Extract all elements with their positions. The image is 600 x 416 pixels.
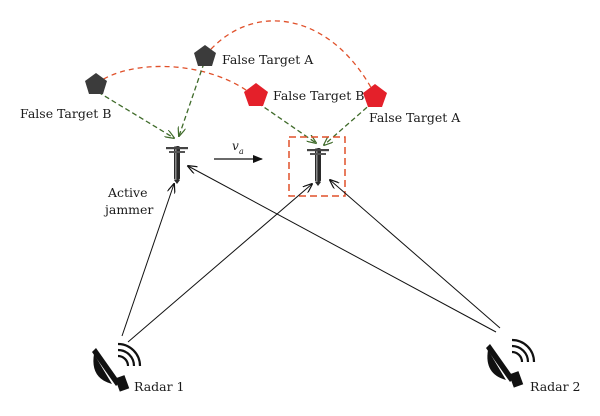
label-false-target-b-mid: False Target B xyxy=(273,88,364,103)
radar-2-radar-dish-icon xyxy=(484,338,536,389)
radar1-to-jammer2-line xyxy=(127,184,312,343)
label-false-target-b-left: False Target B xyxy=(20,106,111,121)
radar1-to-jammer1-line xyxy=(121,184,174,337)
false-target-b-dark-pentagon-icon xyxy=(85,73,107,94)
arc-false-target-b xyxy=(95,65,255,97)
green-line-b-mid xyxy=(257,102,316,143)
green-line-a-top xyxy=(179,62,205,136)
green-line-a-right xyxy=(324,101,374,145)
label-radar-1: Radar 1 xyxy=(134,379,185,394)
label-active-jammer-line2: jammer xyxy=(103,202,153,217)
label-false-target-a-right: False Target A xyxy=(369,110,461,125)
radar2-to-jammer2-line xyxy=(330,180,501,329)
label-radar-2: Radar 2 xyxy=(530,379,581,394)
moved-jammer-missile-jammer-icon xyxy=(307,148,329,186)
radar2-to-jammer1-line xyxy=(188,166,497,333)
moved-jammer-highlight-box xyxy=(288,136,346,197)
label-velocity-subscript: a xyxy=(239,147,244,156)
label-false-target-a-top: False Target A xyxy=(222,52,314,67)
label-velocity-symbol: v xyxy=(232,139,239,153)
active-jammer-missile-jammer-icon xyxy=(166,146,188,184)
false-target-a-dark-pentagon-icon xyxy=(194,45,216,66)
radar-1-radar-dish-icon xyxy=(90,342,142,393)
label-active-jammer-line1: Active xyxy=(107,185,148,200)
false-target-b-red-pentagon-icon xyxy=(244,83,268,106)
green-line-b-left xyxy=(97,91,174,138)
false-target-a-red-pentagon-icon xyxy=(363,84,387,107)
